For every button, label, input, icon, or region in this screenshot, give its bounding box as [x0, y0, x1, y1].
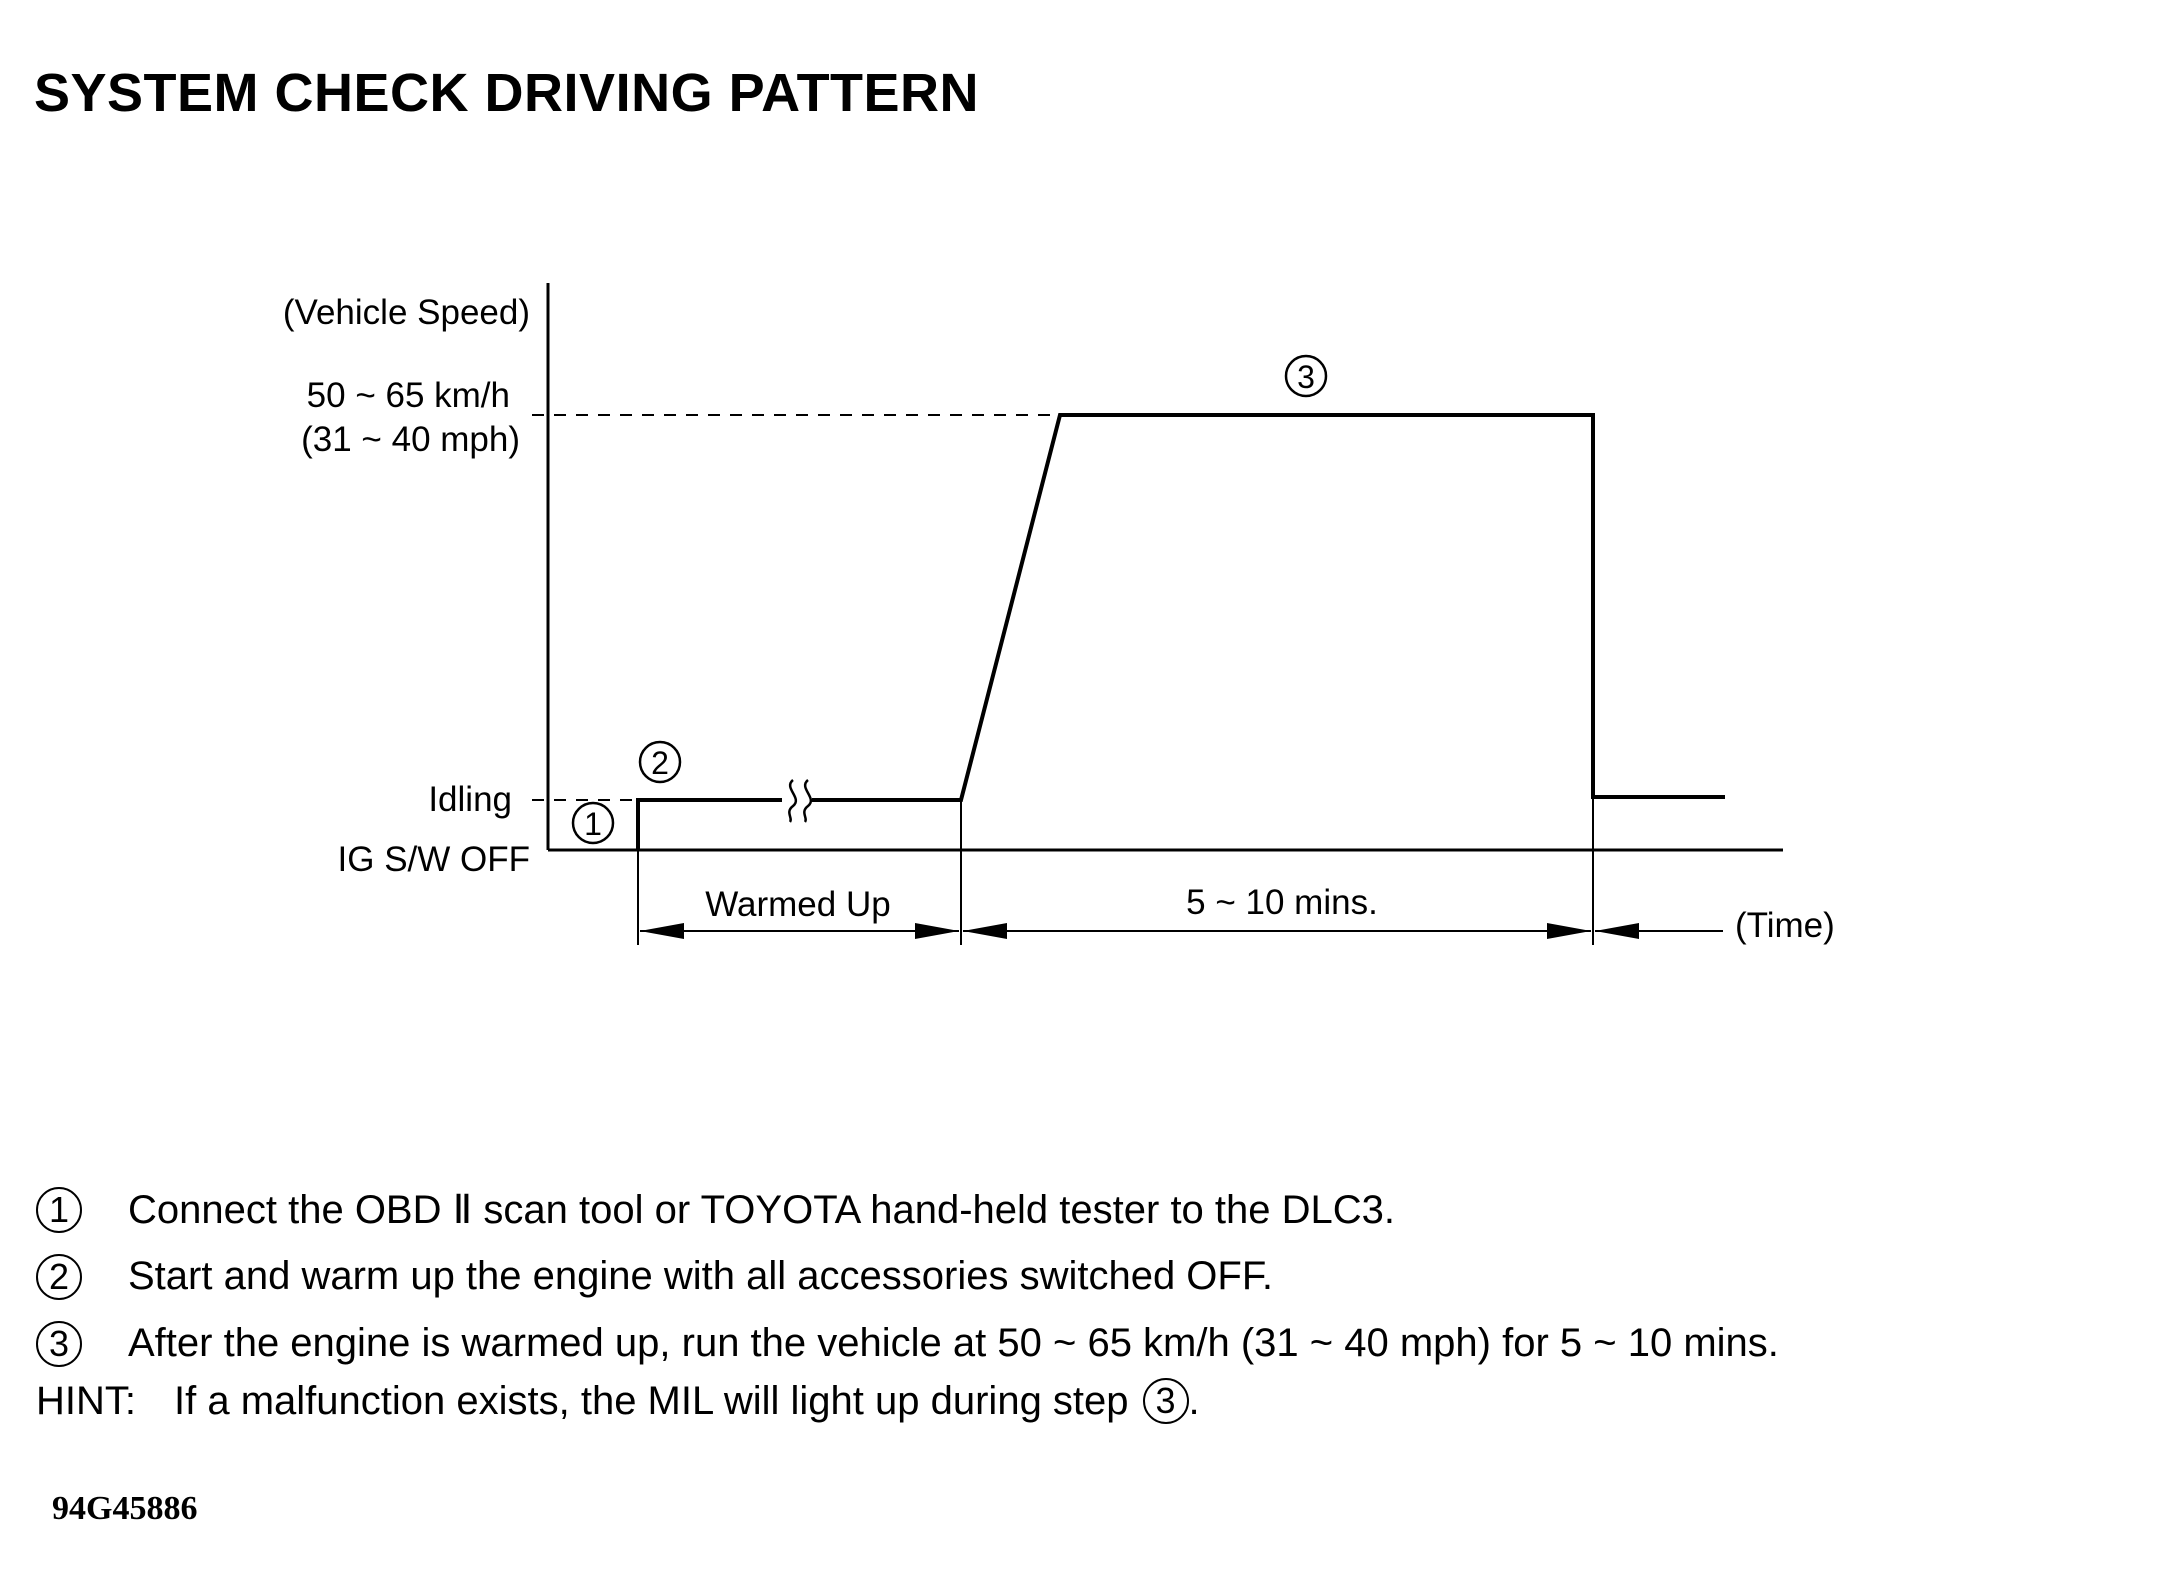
step-text: Connect the OBD Ⅱ scan tool or TOYOTA ha…	[128, 1187, 1396, 1232]
duration-label: 5 ~ 10 mins.	[1186, 883, 1378, 922]
arrowhead-warmup-right	[915, 923, 959, 939]
hint-end: .	[1188, 1378, 1200, 1423]
marker-step-2: 2	[638, 740, 682, 784]
speed-target-kmh-label: 50 ~ 65 km/h	[307, 376, 510, 415]
hint-label: HINT:	[36, 1378, 136, 1423]
step-item: 3 After the engine is warmed up, run the…	[36, 1310, 1779, 1377]
arrowhead-duration-right	[1547, 923, 1591, 939]
marker-step-1-number: 1	[584, 806, 602, 842]
hint-note: HINT: If a malfunction exists, the MIL w…	[36, 1378, 1200, 1424]
speed-target-mph-label: (31 ~ 40 mph)	[301, 420, 520, 459]
arrowhead-duration-left	[963, 923, 1007, 939]
step-item: 1 Connect the OBD Ⅱ scan tool or TOYOTA …	[36, 1176, 1779, 1243]
step-number: 3	[36, 1320, 82, 1367]
marker-step-2-number: 2	[651, 745, 669, 781]
speed-profile-line	[636, 413, 1725, 850]
figure-id: 94G45886	[52, 1490, 198, 1527]
marker-step-3: 3	[1284, 354, 1328, 398]
step-text: Start and warm up the engine with all ac…	[128, 1254, 1273, 1298]
step-number: 1	[36, 1186, 82, 1233]
arrowhead-time-left	[1595, 923, 1639, 939]
step-text: After the engine is warmed up, run the v…	[128, 1321, 1779, 1365]
idling-label: Idling	[428, 780, 512, 819]
driving-pattern-diagram: (Vehicle Speed) 50 ~ 65 km/h (31 ~ 40 mp…	[283, 283, 1835, 945]
hint-text: If a malfunction exists, the MIL will li…	[174, 1378, 1129, 1423]
break-mark-left	[788, 779, 798, 823]
warmed-up-label: Warmed Up	[705, 885, 890, 924]
y-axis-label: (Vehicle Speed)	[283, 293, 530, 332]
time-axis-label: (Time)	[1735, 906, 1835, 945]
ig-off-label: IG S/W OFF	[338, 840, 530, 879]
marker-step-1: 1	[571, 801, 615, 845]
hint-step-reference: 3	[1142, 1378, 1189, 1424]
arrowhead-warmup-left	[640, 923, 684, 939]
step-item: 2 Start and warm up the engine with all …	[36, 1243, 1779, 1310]
break-mark-right	[803, 779, 813, 823]
marker-step-3-number: 3	[1297, 359, 1315, 395]
step-number: 2	[36, 1253, 82, 1300]
step-list: 1 Connect the OBD Ⅱ scan tool or TOYOTA …	[36, 1176, 1779, 1377]
page-title: SYSTEM CHECK DRIVING PATTERN	[34, 63, 980, 123]
